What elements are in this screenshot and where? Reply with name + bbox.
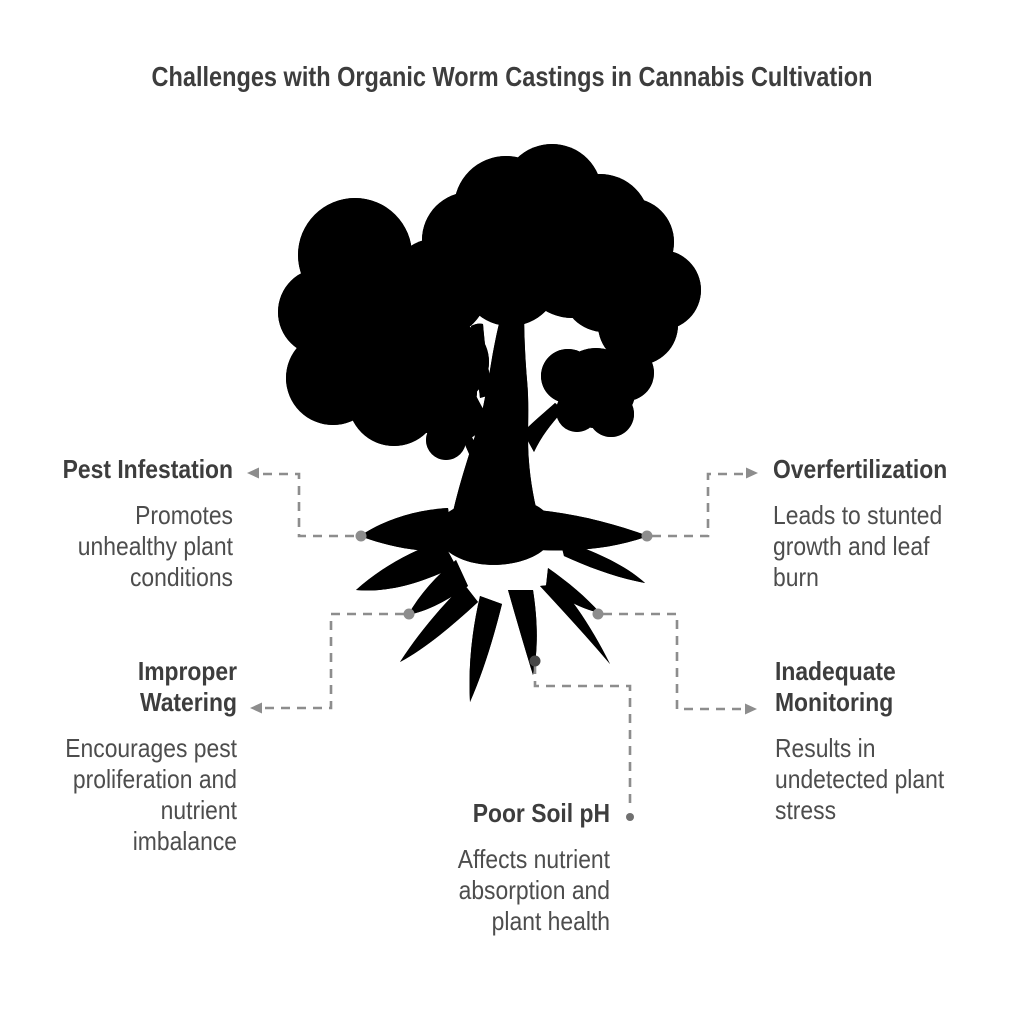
root-anchor-dot: [355, 530, 367, 542]
challenge-inadequate-monitoring: Inadequate Monitoring Results in undetec…: [775, 656, 969, 826]
challenge-description: Encourages pest proliferation and nutrie…: [65, 733, 237, 856]
connector-improper-watering: [262, 612, 404, 710]
root-anchor-dot-dark: [529, 655, 541, 667]
challenge-description: Affects nutrient absorption and plant he…: [457, 844, 610, 936]
challenge-overfertilization: Overfertilization Leads to stunted growt…: [773, 454, 975, 593]
root-anchor-dot: [641, 530, 653, 542]
challenge-label: Overfertilization: [773, 454, 948, 484]
arrowhead-right-icon: [746, 467, 758, 479]
root-anchor-dot: [592, 608, 604, 620]
arrowhead-right-icon: [745, 703, 757, 715]
challenge-description: Promotes unhealthy plant conditions: [77, 500, 233, 592]
challenge-improper-watering: Improper Watering Encourages pest prolif…: [17, 656, 237, 857]
challenge-description: Results in undetected plant stress: [775, 733, 945, 825]
challenge-description: Leads to stunted growth and leaf burn: [773, 500, 943, 592]
challenge-label: Poor Soil pH: [472, 798, 610, 828]
root-anchor-dot: [403, 608, 415, 620]
challenge-poor-soil-ph: Poor Soil pH Affects nutrient absorption…: [381, 798, 610, 937]
connector-pest-infestation: [259, 472, 354, 538]
challenge-label: Inadequate Monitoring: [775, 656, 896, 717]
connector-poor-soil-ph: [533, 665, 632, 810]
challenge-label: Improper Watering: [137, 656, 237, 717]
connectors: [247, 467, 758, 821]
tree-canopy-front: [541, 345, 654, 437]
connector-overfertilization: [652, 472, 746, 538]
challenge-pest-infestation: Pest Infestation Promotes unhealthy plan…: [22, 454, 233, 593]
label-end-dot: [626, 813, 634, 821]
challenge-label: Pest Infestation: [62, 454, 233, 484]
diagram-title: Challenges with Organic Worm Castings in…: [151, 61, 873, 92]
arrowhead-left-icon: [250, 702, 262, 714]
connector-inadequate-monitoring: [603, 612, 745, 711]
arrowhead-left-icon: [247, 467, 259, 479]
